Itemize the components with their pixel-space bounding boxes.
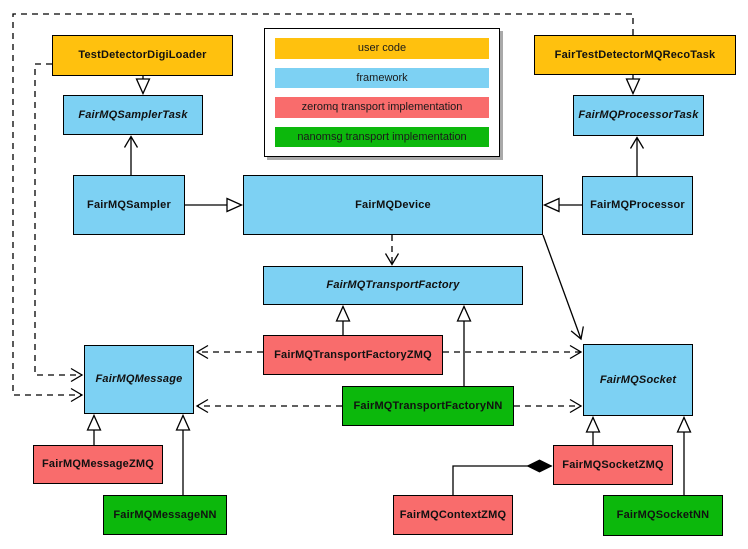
node-fairmqmessagezmq: FairMQMessageZMQ [33,445,163,484]
node-fairmqtransportfactoryzmq: FairMQTransportFactoryZMQ [263,335,443,375]
node-fairmqdevice: FairMQDevice [243,175,543,235]
legend-item-nanomsg: nanomsg transport implementation [275,126,489,147]
edge-contextzmq-socketzmq-composition [452,459,553,495]
node-fairmqtransportfactory: FairMQTransportFactory [263,266,523,305]
legend-item-framework: framework [275,67,489,88]
node-testdetectordigiloader: TestDetectorDigiLoader [52,35,233,76]
legend: user code framework zeromq transport imp… [264,28,500,157]
node-fairmqmessage: FairMQMessage [84,345,194,414]
node-fairmqtransportfactorynn: FairMQTransportFactoryNN [342,386,514,426]
node-fairmqsamplertask: FairMQSamplerTask [63,95,203,135]
node-fairmqsocketnn: FairMQSocketNN [603,495,723,536]
node-fairmqcontextzmq: FairMQContextZMQ [393,495,513,535]
node-fairmqprocessortask: FairMQProcessorTask [573,95,704,136]
edge-device-socket-assoc [542,234,584,341]
node-fairtestdetectormqrecotask: FairTestDetectorMQRecoTask [534,35,736,75]
node-fairmqsocketzmq: FairMQSocketZMQ [553,445,673,485]
node-fairmqsampler: FairMQSampler [73,175,185,235]
node-fairmqsocket: FairMQSocket [583,344,693,416]
legend-item-zeromq: zeromq transport implementation [275,97,489,118]
legend-item-user-code: user code [275,38,489,59]
node-fairmqprocessor: FairMQProcessor [582,176,693,235]
node-fairmqmessagenn: FairMQMessageNN [103,495,227,535]
